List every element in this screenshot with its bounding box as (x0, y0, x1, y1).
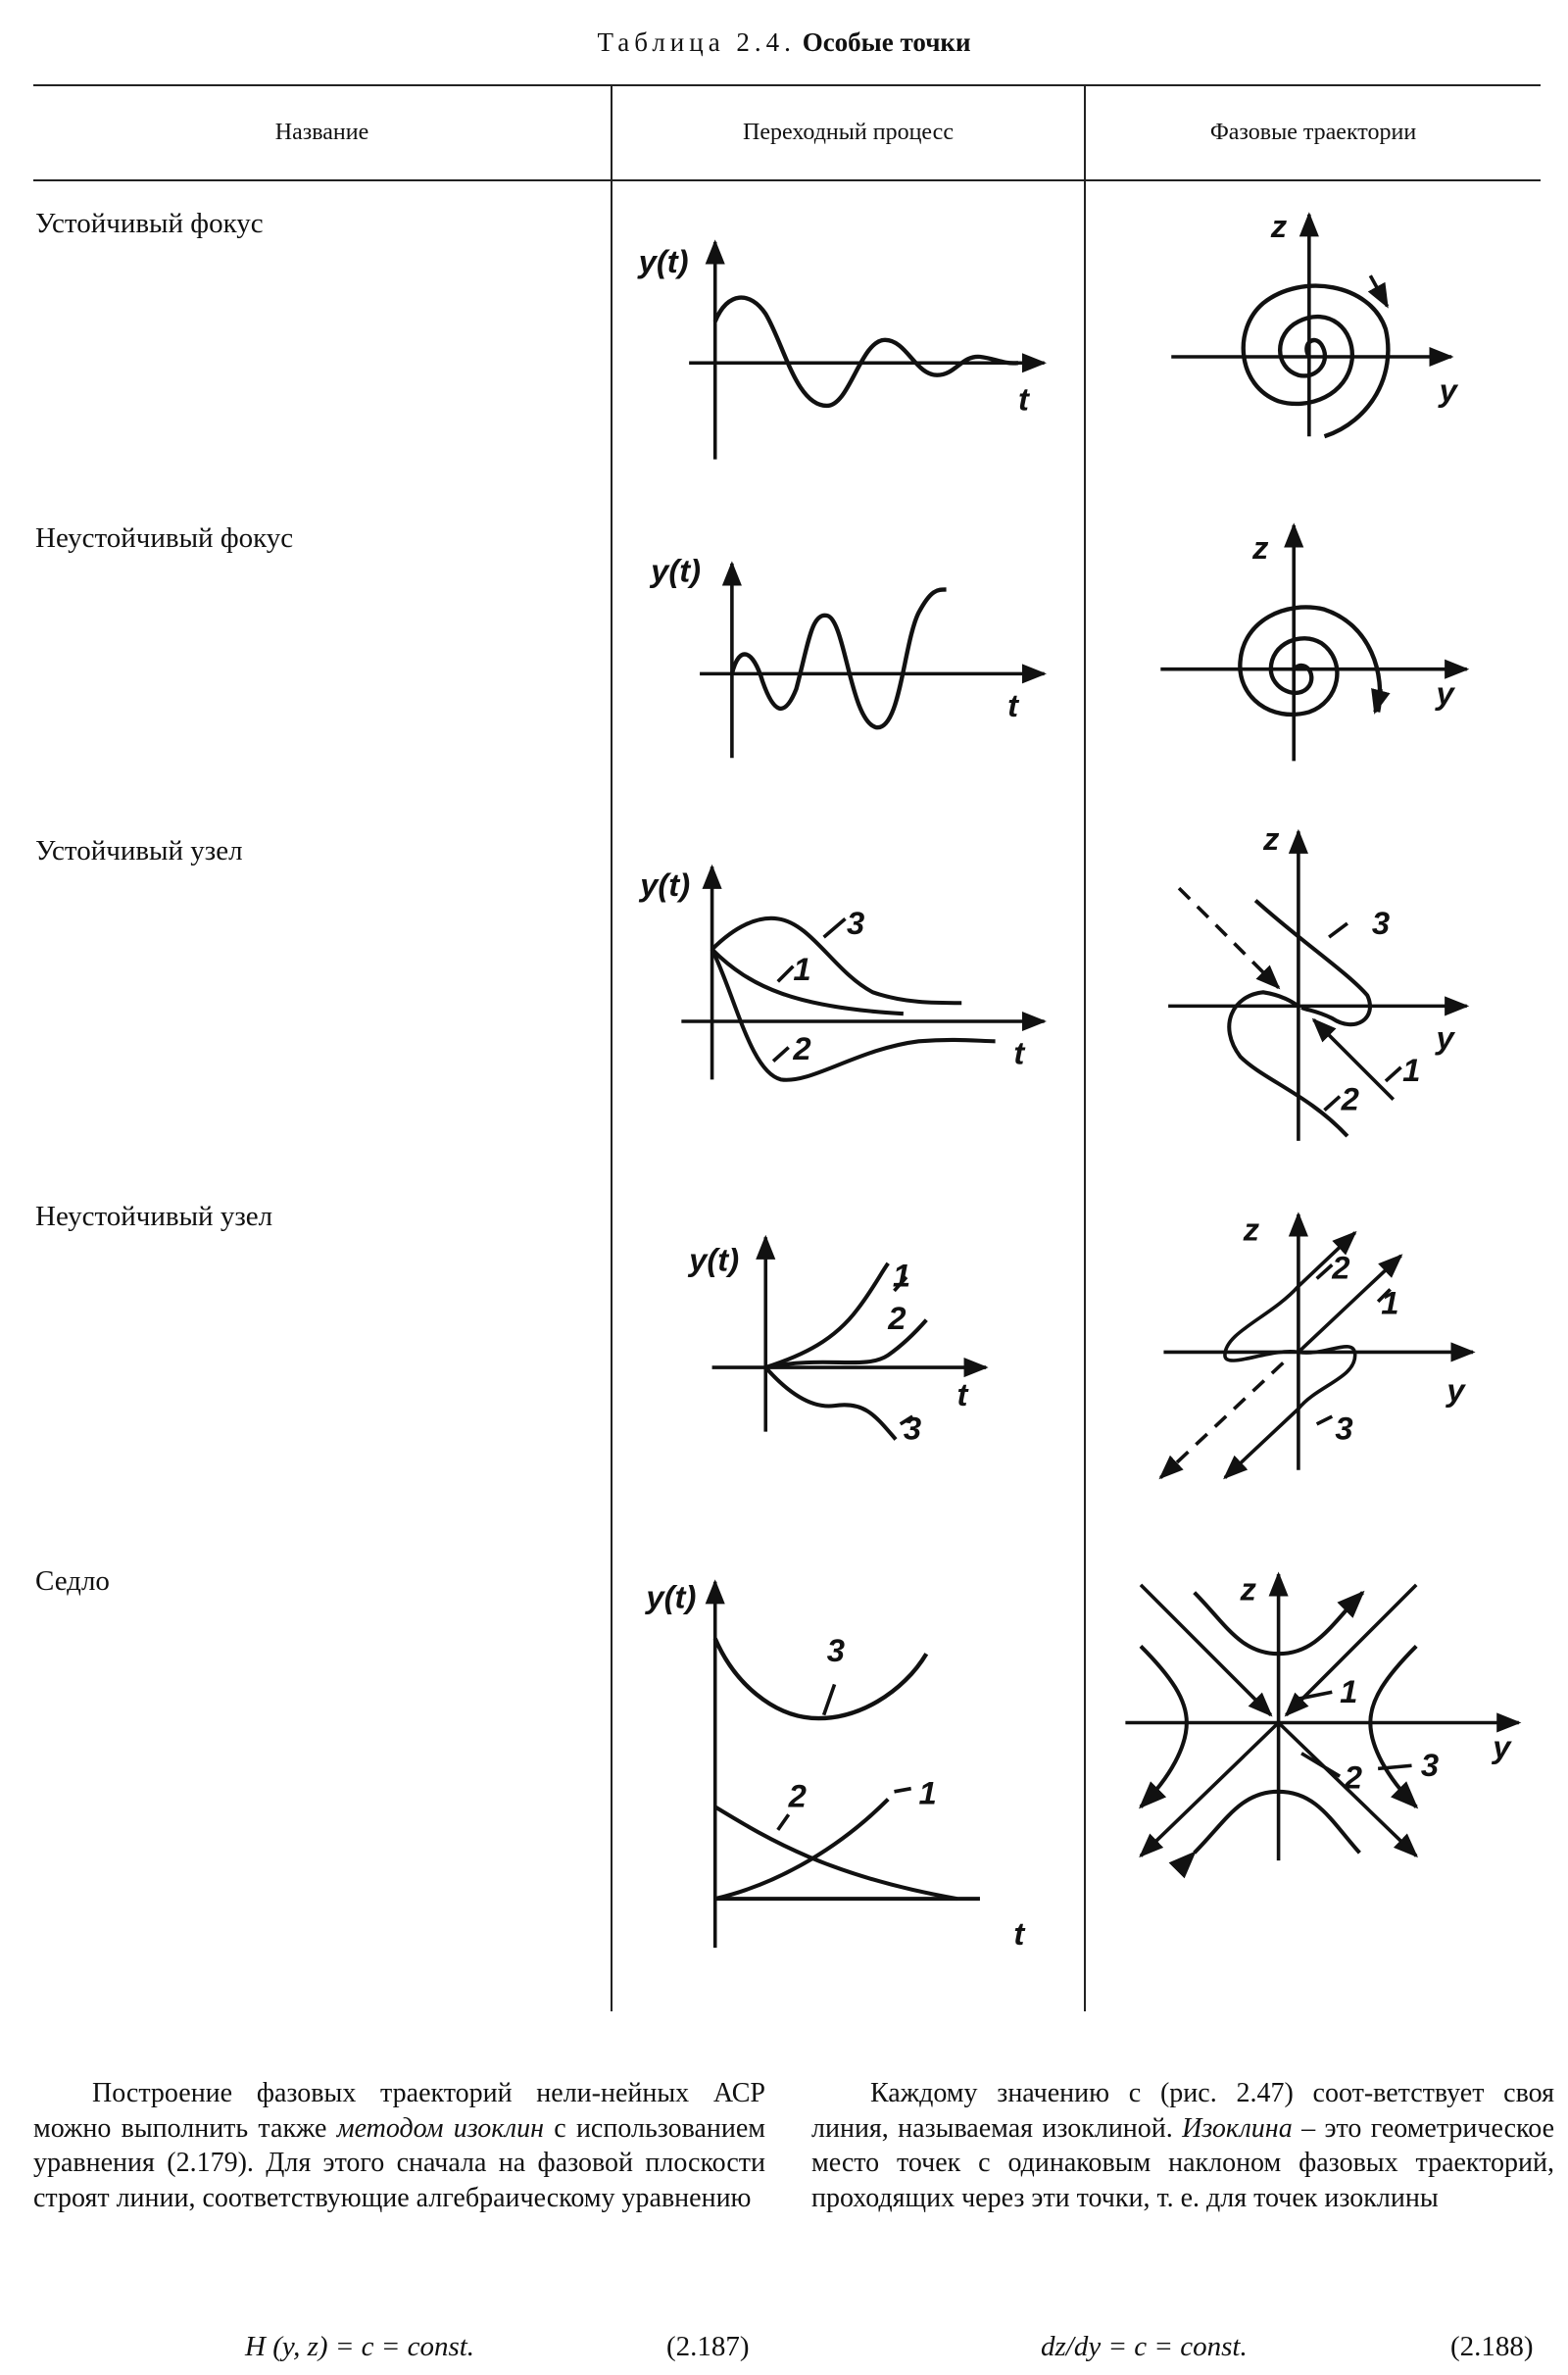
column-divider (611, 84, 612, 2011)
row-name: Неустойчивый узел (35, 1201, 273, 1232)
curve-label-2: 2 (1341, 1081, 1359, 1117)
axis-label-t: t (1013, 1915, 1026, 1952)
curve-label-3: 3 (1372, 905, 1390, 941)
stable-focus-transient (689, 239, 1048, 460)
saddle-transient (705, 1579, 980, 1949)
header-phase: Фазовые траектории (1209, 120, 1417, 145)
curve-label-1: 1 (918, 1774, 936, 1810)
axis-label-y: y (1445, 1371, 1466, 1408)
table-top-rule (33, 84, 1541, 86)
curve-label-1: 1 (793, 951, 810, 987)
equation-2-188: dz/dy = c = const. (1041, 2331, 1248, 2362)
curve-label-2: 2 (788, 1777, 807, 1813)
axis-label-y: y (1435, 675, 1456, 712)
curve-label-2: 2 (792, 1030, 810, 1066)
axis-label-y: y (1435, 1019, 1456, 1056)
curve-label-2: 2 (887, 1300, 906, 1336)
axis-label-t: t (1007, 687, 1020, 723)
row-name: Неустойчивый фокус (35, 522, 294, 554)
unstable-node-transient (711, 1234, 989, 1441)
curve-label-1: 1 (1340, 1673, 1357, 1709)
axis-label-z: z (1262, 820, 1280, 857)
stable-node-phase (1168, 828, 1470, 1141)
unstable-focus-transient (700, 561, 1048, 759)
row-name: Седло (35, 1565, 110, 1597)
axis-label-yt: y(t) (638, 866, 690, 903)
header-transient: Переходный процесс (743, 120, 954, 145)
equation-number: (2.188) (1450, 2331, 1534, 2362)
axis-label-t: t (957, 1376, 970, 1412)
axis-label-z: z (1240, 1571, 1257, 1608)
curve-label-1: 1 (893, 1257, 910, 1293)
header-name: Название (274, 120, 369, 145)
column-divider (1084, 84, 1086, 2011)
curve-label-3: 3 (1421, 1747, 1439, 1783)
curve-label-3: 3 (827, 1632, 845, 1668)
axis-label-yt: y(t) (644, 1578, 696, 1614)
stable-node-transient (681, 864, 1048, 1082)
axis-label-yt: y(t) (687, 1242, 739, 1278)
axis-label-yt: y(t) (637, 243, 689, 279)
table-title-text: Особые точки (802, 27, 971, 57)
axis-label-t: t (1013, 1035, 1026, 1071)
axis-label-yt: y(t) (649, 553, 701, 589)
equation-number: (2.187) (666, 2331, 750, 2362)
unstable-node-phase (1158, 1212, 1476, 1480)
curve-label-3: 3 (904, 1410, 921, 1446)
saddle-phase (1125, 1571, 1522, 1879)
axis-label-y: y (1491, 1728, 1512, 1764)
curve-label-1: 1 (1381, 1284, 1398, 1320)
curve-label-2: 2 (1331, 1249, 1349, 1285)
curve-label-2: 2 (1344, 1759, 1362, 1796)
table-title: Таблица 2.4. Особые точки (597, 27, 971, 57)
equation-2-187: H (y, z) = c = const. (245, 2331, 475, 2362)
row-name: Устойчивый фокус (35, 208, 264, 239)
axis-label-z: z (1270, 208, 1288, 244)
paragraph-right: Каждому значению c (рис. 2.47) соот-ветс… (811, 2078, 1555, 2213)
curve-label-1: 1 (1402, 1052, 1420, 1088)
unstable-focus-phase (1160, 522, 1470, 762)
axis-label-t: t (1018, 381, 1031, 418)
row-name: Устойчивый узел (35, 835, 243, 866)
curve-label-3: 3 (847, 905, 864, 941)
header-rule (33, 179, 1541, 181)
axis-label-z: z (1251, 529, 1269, 566)
axis-label-y: y (1438, 371, 1459, 408)
axis-label-z: z (1243, 1211, 1260, 1247)
curve-label-3: 3 (1335, 1410, 1352, 1446)
stable-focus-phase (1171, 212, 1454, 439)
paragraph-left: Построение фазовых траекторий нели-нейны… (33, 2078, 765, 2213)
